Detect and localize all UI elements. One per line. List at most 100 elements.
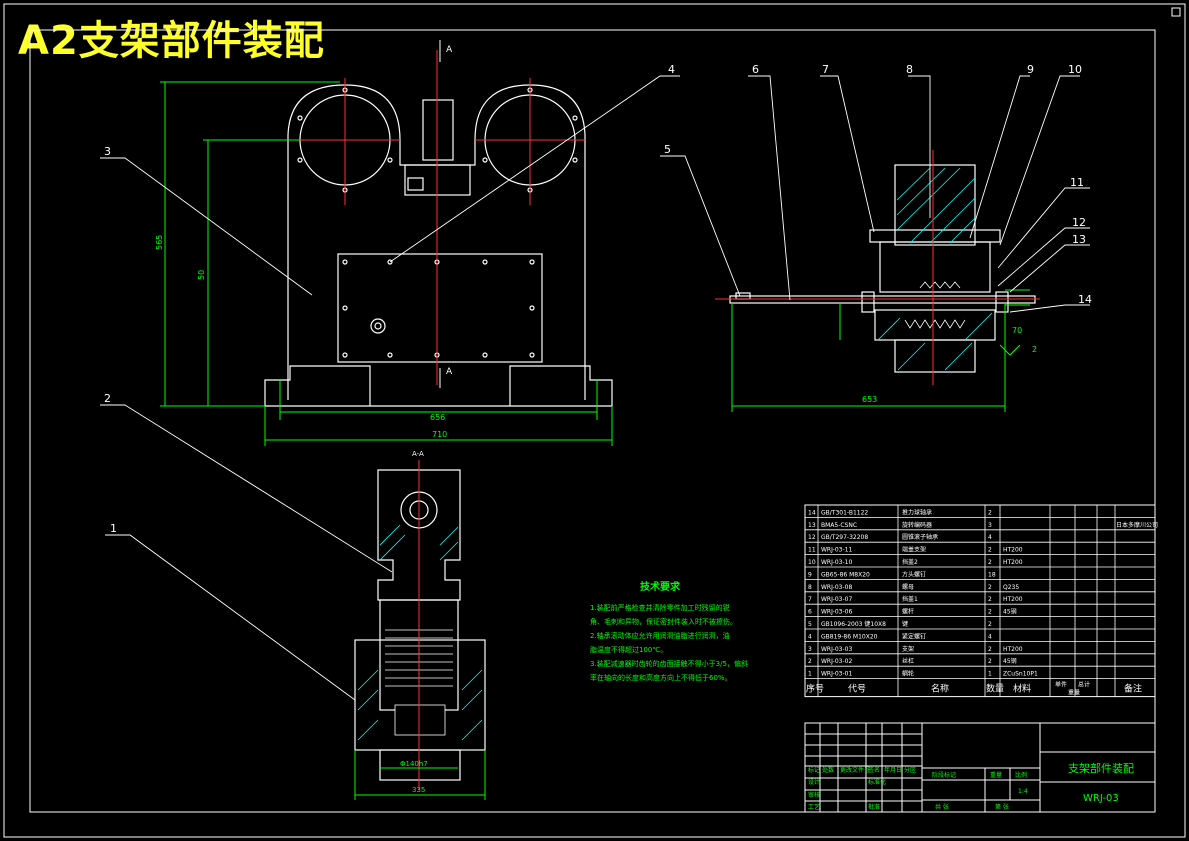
parts-table-cell: GB/T301-B1122 [821, 509, 868, 516]
parts-table-cell: WRJ-03-10 [821, 559, 852, 566]
tech-req-line: 3.装配减速器时齿轮的齿面接触不得小于3/5，偏斜 [590, 659, 748, 668]
tb-drawing-code: WRJ-03 [1083, 793, 1119, 804]
title-block-grid [805, 723, 922, 812]
tb-label-zone: 分区 [904, 766, 916, 774]
dim-front-overall-width: 710 [432, 430, 447, 439]
tb-sheet-no: 第 张 [995, 803, 1009, 811]
balloon-2: 2 [104, 392, 111, 405]
parts-table-cell: HT200 [1003, 596, 1023, 603]
parts-table-header: 单件 [1055, 681, 1067, 689]
tb-label-design: 设计 [808, 778, 820, 786]
dim-bottom-overall: 335 [412, 786, 425, 794]
front-dimensions [160, 81, 613, 446]
parts-table-cell: 日本多摩川公司 [1116, 521, 1158, 529]
front-base [264, 365, 613, 407]
balloon-1: 1 [110, 522, 117, 535]
tech-req-line: 率在轴向的长度和高度方向上不得低于60%。 [590, 673, 732, 682]
parts-table-cell: 6 [808, 609, 812, 616]
parts-table-cell: 2 [988, 621, 992, 628]
parts-table-cell: WRJ-03-06 [821, 609, 852, 616]
tb-label-process: 工艺 [808, 803, 820, 811]
side-center-lines [715, 150, 1040, 385]
parts-table-cell: 旋转编码器 [902, 521, 932, 529]
parts-table-cell: 4 [988, 633, 992, 640]
parts-table-header: 数量 [986, 683, 1004, 695]
tb-label-count: 处数 [822, 766, 834, 774]
parts-table-cell: 11 [808, 547, 816, 554]
dim-side-small: 2 [1032, 345, 1037, 354]
parts-table-cell: 5 [808, 621, 812, 628]
tb-sheet-total: 共 张 [935, 803, 949, 811]
balloon-labels: 1 2 3 4 5 6 7 8 9 10 11 12 13 14 [104, 63, 1092, 535]
parts-table-cell: 方头螺钉 [902, 570, 926, 578]
parts-table-cell: 圆锥滚子轴承 [902, 533, 938, 541]
front-center-lines [290, 50, 585, 385]
tb-label-ratio: 比例 [1015, 771, 1027, 779]
parts-table-cell: 3 [808, 646, 812, 653]
parts-table-cell: WRJ-03-08 [821, 584, 852, 591]
tech-req-line: 角、毛刺和异物，保证密封件装入时不被擦伤。 [590, 617, 737, 626]
parts-table-cell: 2 [988, 559, 992, 566]
tb-label-approve: 批准 [868, 803, 880, 811]
side-motor-housing [894, 164, 976, 246]
tb-label-date: 年月日 [884, 766, 902, 774]
balloon-3: 3 [104, 145, 111, 158]
parts-table-cell: 3 [988, 522, 992, 529]
title-block [804, 722, 1156, 813]
parts-table-cell: 9 [808, 571, 812, 578]
parts-table-cell: 2 [988, 547, 992, 554]
section-dimensions [354, 750, 486, 800]
parts-table-cell: 螺母 [902, 583, 914, 591]
outer-border [3, 3, 1186, 838]
parts-table-cell: 1 [988, 671, 992, 678]
section-hatching [357, 524, 483, 741]
parts-table-cell: 推力球轴承 [902, 508, 932, 516]
section-mark-bottom: A [446, 367, 453, 377]
tb-label-review: 审核 [808, 791, 820, 799]
parts-table-cell: WRJ-03-02 [821, 658, 852, 665]
parts-table-cell: 2 [988, 646, 992, 653]
parts-table-cell: WRJ-03-07 [821, 596, 852, 603]
tech-req-lines: 1.装配前严格检查并清除零件加工时残留的锐 角、毛刺和异物，保证密封件装入时不被… [590, 603, 748, 682]
parts-table-cell: 紧定螺钉 [902, 632, 926, 640]
parts-table-cell: 45钢 [1003, 608, 1017, 616]
dim-bottom-inner: Φ140h7 [400, 760, 428, 768]
tech-req-heading: 技术要求 [640, 580, 681, 593]
front-view [264, 84, 613, 407]
section-mark-top: A [446, 45, 453, 55]
side-spring [904, 281, 966, 329]
parts-table-cell: HT200 [1003, 559, 1023, 566]
tech-req-line: 1.装配前严格检查并清除零件加工时残留的锐 [590, 603, 730, 612]
balloon-12: 12 [1072, 216, 1086, 229]
side-dimensions [731, 289, 1030, 412]
parts-table-cell: GB65-86 M8X20 [821, 571, 870, 578]
section-base [379, 749, 461, 781]
balloon-9: 9 [1027, 63, 1034, 76]
parts-table-header: 重量 [1068, 689, 1080, 697]
tb-label-mark: 标记 [808, 766, 820, 774]
parts-table-cell: 螺杆 [902, 608, 914, 616]
parts-table-cell: 1 [808, 671, 812, 678]
parts-table-cell: WRJ-03-03 [821, 646, 852, 653]
tb-scale: 1:4 [1018, 788, 1028, 795]
front-cover-plate [337, 253, 543, 363]
side-body [879, 241, 991, 293]
tech-req-line: 2.轴承滚动体应允许用润滑油脂进行润滑，油 [590, 631, 730, 640]
parts-table-cell: 端盖支架 [902, 546, 926, 554]
parts-table-cell: 4 [988, 534, 992, 541]
parts-table-header: 序号 [806, 683, 824, 695]
tb-label-change-doc: 更改文件号 [840, 766, 870, 774]
tb-label-weight: 重量 [990, 771, 1002, 779]
side-flange-top [869, 229, 1001, 243]
parts-table-cell: 13 [808, 522, 816, 529]
balloon-10: 10 [1068, 63, 1082, 76]
parts-table-cell: 45钢 [1003, 657, 1017, 665]
tb-label-sign: 签名 [868, 766, 880, 774]
parts-table-cell: 蜗轮 [902, 670, 914, 678]
title-block-text: 标记 处数 更改文件号 签名 年月日 分区 设计 标准化 审核 工艺 批准 阶段… [808, 766, 1028, 811]
parts-table-cell: 丝杠 [902, 657, 914, 665]
dim-front-inner-width: 656 [430, 413, 445, 422]
dim-front-height: 565 [155, 235, 164, 250]
